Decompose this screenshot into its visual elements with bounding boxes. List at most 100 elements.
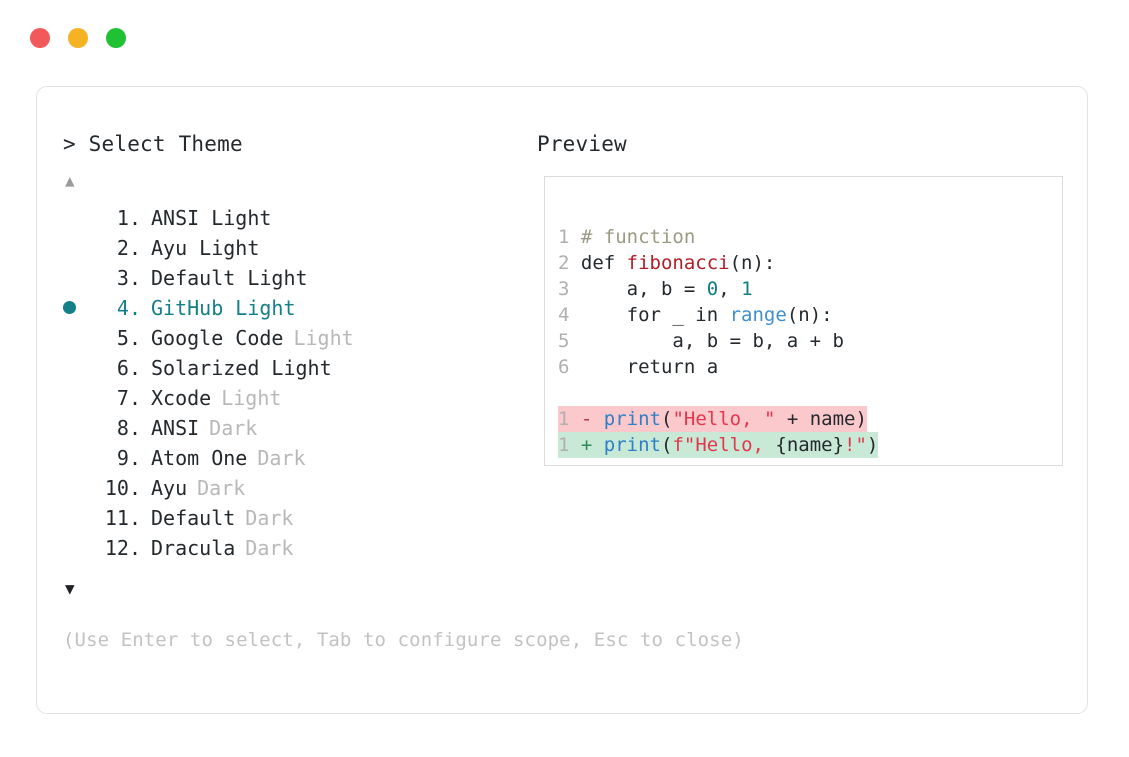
code-line-number: 1 [558, 226, 581, 248]
theme-name: Xcode [151, 386, 212, 410]
theme-variant-tag: Dark [245, 506, 294, 530]
theme-list-item[interactable]: 8. ANSI Dark [63, 413, 533, 443]
code-token: !" [844, 434, 867, 456]
theme-index: 5. [116, 326, 141, 350]
theme-picker-panel: > Select Theme ▲ 1. ANSI Light 2. Ayu Light… [36, 86, 1088, 714]
theme-index: 12. [104, 536, 141, 560]
theme-selection-column: > Select Theme ▲ 1. ANSI Light 2. Ayu Light… [63, 131, 533, 599]
theme-index: 11. [104, 506, 141, 530]
code-line: 6 return a [558, 354, 1062, 380]
code-token: print [603, 408, 661, 430]
theme-list-item[interactable]: 1. ANSI Light [63, 203, 533, 233]
code-line-number: 2 [558, 252, 581, 274]
diff-line-wrapper: 1 + print(f"Hello, {name}!") [558, 432, 1062, 458]
theme-index: 3. [116, 266, 141, 290]
code-token: 1 [741, 278, 753, 300]
select-theme-heading: > Select Theme [63, 132, 243, 156]
theme-variant-tag: Light [221, 386, 282, 410]
theme-list-item[interactable]: 6. Solarized Light [63, 353, 533, 383]
preview-column: Preview [537, 131, 1067, 157]
code-token: {name} [775, 434, 845, 456]
window-minimize-button[interactable] [68, 28, 88, 48]
theme-index: 4. [116, 296, 141, 320]
theme-name: Google Code [151, 326, 284, 350]
scroll-up-arrow-icon[interactable]: ▲ [65, 171, 75, 190]
theme-variant-tag: Light [293, 326, 354, 350]
diff-removed-line: 1 - print("Hello, " + name) [558, 406, 867, 432]
code-line: 1 # function [558, 224, 1062, 250]
scroll-down-arrow-icon[interactable]: ▼ [65, 579, 75, 598]
diff-sign: + [580, 434, 604, 456]
diff-sign: - [580, 408, 604, 430]
diff-line-wrapper: 1 - print("Hello, " + name) [558, 406, 1062, 432]
theme-list-item[interactable]: 4. GitHub Light [63, 293, 533, 323]
theme-name: Dracula [151, 536, 236, 560]
code-token: + name) [775, 408, 867, 430]
selected-bullet-icon [63, 295, 93, 325]
theme-name: Default Light [151, 266, 308, 290]
code-token: return a [580, 356, 719, 378]
theme-name: Default [151, 506, 236, 530]
code-line: 2 def fibonacci(n): [558, 250, 1062, 276]
theme-index: 6. [116, 356, 141, 380]
code-token: print [603, 434, 661, 456]
theme-name: Atom One [151, 446, 248, 470]
theme-list-item[interactable]: 3. Default Light [63, 263, 533, 293]
theme-name: Ayu [151, 476, 188, 500]
code-token: , [718, 278, 742, 300]
code-token: a, b = b, a + b [580, 330, 844, 352]
theme-name: Ayu Light [151, 236, 260, 260]
theme-variant-tag: Dark [209, 416, 258, 440]
code-token: a, b = [580, 278, 707, 300]
theme-variant-tag: Dark [257, 446, 306, 470]
code-line: 4 for _ in range(n): [558, 302, 1062, 328]
theme-index: 1. [116, 206, 141, 230]
theme-list-item[interactable]: 2. Ayu Light [63, 233, 533, 263]
theme-list-item[interactable]: 12. Dracula Dark [63, 533, 533, 563]
code-line-number: 6 [558, 356, 581, 378]
theme-name: GitHub Light [151, 296, 296, 320]
window-zoom-button[interactable] [106, 28, 126, 48]
code-line-number: 4 [558, 304, 581, 326]
code-line-number: 3 [558, 278, 581, 300]
code-token: (n): [729, 252, 776, 274]
theme-index: 8. [116, 416, 141, 440]
diff-block: 1 - print("Hello, " + name)1 + print(f"H… [558, 406, 1062, 458]
diff-line-number: 1 [558, 408, 581, 430]
code-token: f"Hello, [672, 434, 776, 456]
code-token: # function [580, 226, 696, 248]
theme-variant-tag: Dark [245, 536, 294, 560]
code-token: range [729, 304, 787, 326]
code-line-number: 5 [558, 330, 581, 352]
theme-variant-tag: Dark [197, 476, 246, 500]
theme-list-item[interactable]: 11. Default Dark [63, 503, 533, 533]
diff-added-line: 1 + print(f"Hello, {name}!") [558, 432, 879, 458]
diff-line-number: 1 [558, 434, 581, 456]
theme-list-item[interactable]: 10. Ayu Dark [63, 473, 533, 503]
code-token: 0 [706, 278, 719, 300]
code-line: 5 a, b = b, a + b [558, 328, 1062, 354]
theme-name: ANSI [151, 416, 200, 440]
code-token: fibonacci [626, 252, 730, 274]
window-close-button[interactable] [30, 28, 50, 48]
keyboard-hint: (Use Enter to select, Tab to configure s… [63, 629, 744, 651]
code-token: "Hello, " [672, 408, 776, 430]
theme-name: ANSI Light [151, 206, 272, 230]
theme-list: 1. ANSI Light 2. Ayu Light 3. Default Light 4.… [63, 203, 533, 563]
code-token: (n): [786, 304, 833, 326]
theme-list-item[interactable]: 9. Atom One Dark [63, 443, 533, 473]
code-token: ( [660, 434, 673, 456]
code-token: for _ in [580, 304, 730, 326]
theme-list-item[interactable]: 5. Google Code Light [63, 323, 533, 353]
theme-name: Solarized Light [151, 356, 332, 380]
window-traffic-lights [30, 28, 126, 48]
theme-index: 2. [116, 236, 141, 260]
theme-index: 10. [104, 476, 141, 500]
code-token: def [580, 252, 627, 274]
code-line: 3 a, b = 0, 1 [558, 276, 1062, 302]
code-token: ) [866, 434, 879, 456]
theme-index: 9. [116, 446, 141, 470]
